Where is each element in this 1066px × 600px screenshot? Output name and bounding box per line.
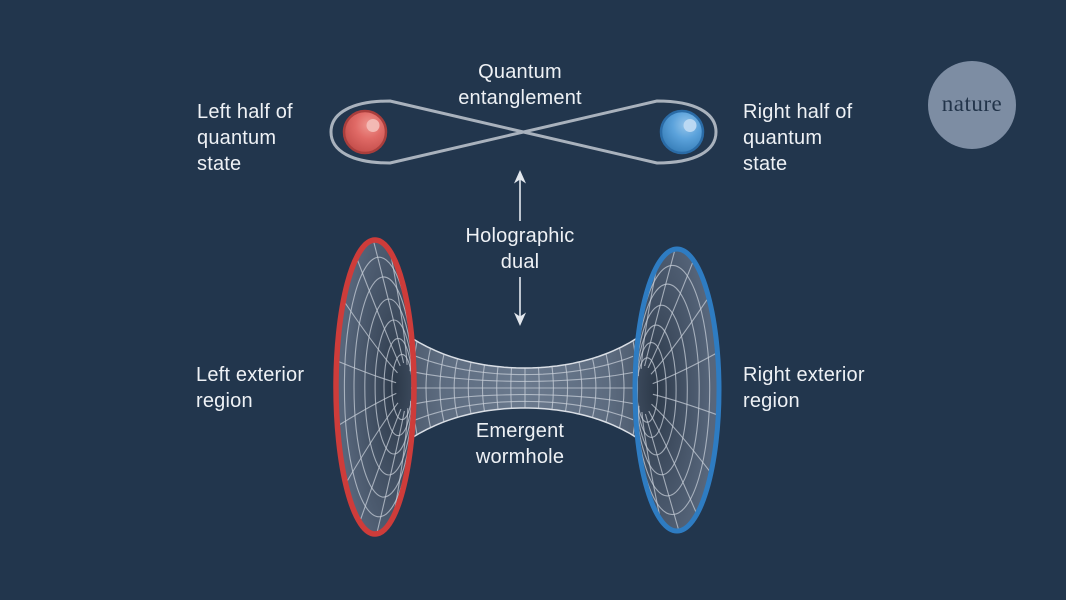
- left-mouth-rim: [333, 237, 417, 537]
- holographic-dual-label: Holographic dual: [465, 225, 575, 273]
- right-mouth-rim: [632, 246, 722, 534]
- right-half-state-label: Right half of quantum state: [743, 101, 853, 175]
- holographic-dual-arrow: [514, 170, 526, 326]
- left-exterior-label: Left exterior region: [196, 364, 305, 412]
- wormhole-right-mouth: [632, 248, 719, 532]
- emergent-wormhole-label: Emergent wormhole: [475, 420, 565, 468]
- quantum-entanglement-label: Quantum entanglement: [458, 61, 582, 109]
- wormhole-throat: [410, 336, 639, 440]
- right-exterior-label: Right exterior region: [743, 364, 865, 412]
- nature-logo: nature: [928, 61, 1016, 149]
- nature-logo-text: nature: [941, 91, 1003, 116]
- left-particle: [342, 109, 388, 155]
- entanglement-loop: [329, 99, 718, 165]
- right-particle: [659, 109, 705, 155]
- left-half-state-label: Left half of quantum state: [197, 101, 293, 175]
